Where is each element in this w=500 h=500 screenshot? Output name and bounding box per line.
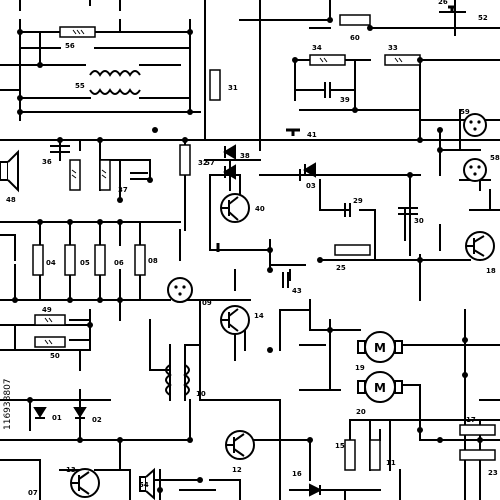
label-09: 09 [202, 299, 212, 307]
label-59: 59 [460, 108, 470, 116]
label-50: 50 [50, 352, 60, 360]
label-11: 11 [386, 459, 396, 467]
label-37: 37 [118, 186, 128, 194]
label-07: 07 [28, 489, 38, 497]
label-08: 08 [148, 257, 158, 265]
label-49: 49 [42, 306, 52, 314]
label-30: 30 [414, 217, 424, 225]
label-54: 54 [139, 481, 149, 489]
label-23: 23 [488, 469, 498, 477]
label-40: 40 [255, 205, 265, 213]
label-26: 26 [438, 0, 448, 6]
label-04: 04 [46, 259, 56, 267]
label-15: 15 [335, 442, 345, 450]
label-20: 20 [356, 408, 366, 416]
label-16: 16 [292, 470, 302, 478]
label-48: 48 [6, 196, 16, 204]
label-52: 52 [478, 14, 488, 22]
label-12: 12 [232, 466, 242, 474]
label-57: 57 [205, 159, 215, 167]
label-39: 39 [340, 96, 350, 104]
label-03: 03 [306, 182, 316, 190]
label-33: 33 [388, 44, 398, 52]
label-17: 17 [466, 416, 476, 424]
label-29: 29 [353, 197, 363, 205]
label-55: 55 [75, 82, 85, 90]
label-60: 60 [350, 34, 360, 42]
label-43: 43 [292, 287, 302, 295]
label-41: 41 [307, 131, 317, 139]
label-34: 34 [312, 44, 322, 52]
label-13: 13 [66, 466, 76, 474]
motor-20-letter: M [374, 381, 386, 395]
label-31: 31 [228, 84, 238, 92]
label-18: 18 [486, 267, 496, 275]
label-32: 32 [198, 159, 208, 167]
label-10: 10 [196, 390, 206, 398]
label-36: 36 [42, 158, 52, 166]
label-06: 06 [114, 259, 124, 267]
watermark-id: 116938807 [3, 378, 13, 430]
label-19: 19 [355, 364, 365, 372]
label-02: 02 [92, 416, 102, 424]
motor-19-letter: M [374, 341, 386, 355]
label-56: 56 [65, 42, 75, 50]
label-05: 05 [80, 259, 90, 267]
label-58: 58 [490, 154, 500, 162]
label-01: 01 [52, 414, 62, 422]
label-14: 14 [254, 312, 264, 320]
label-25: 25 [336, 264, 346, 272]
label-38: 38 [240, 152, 250, 160]
